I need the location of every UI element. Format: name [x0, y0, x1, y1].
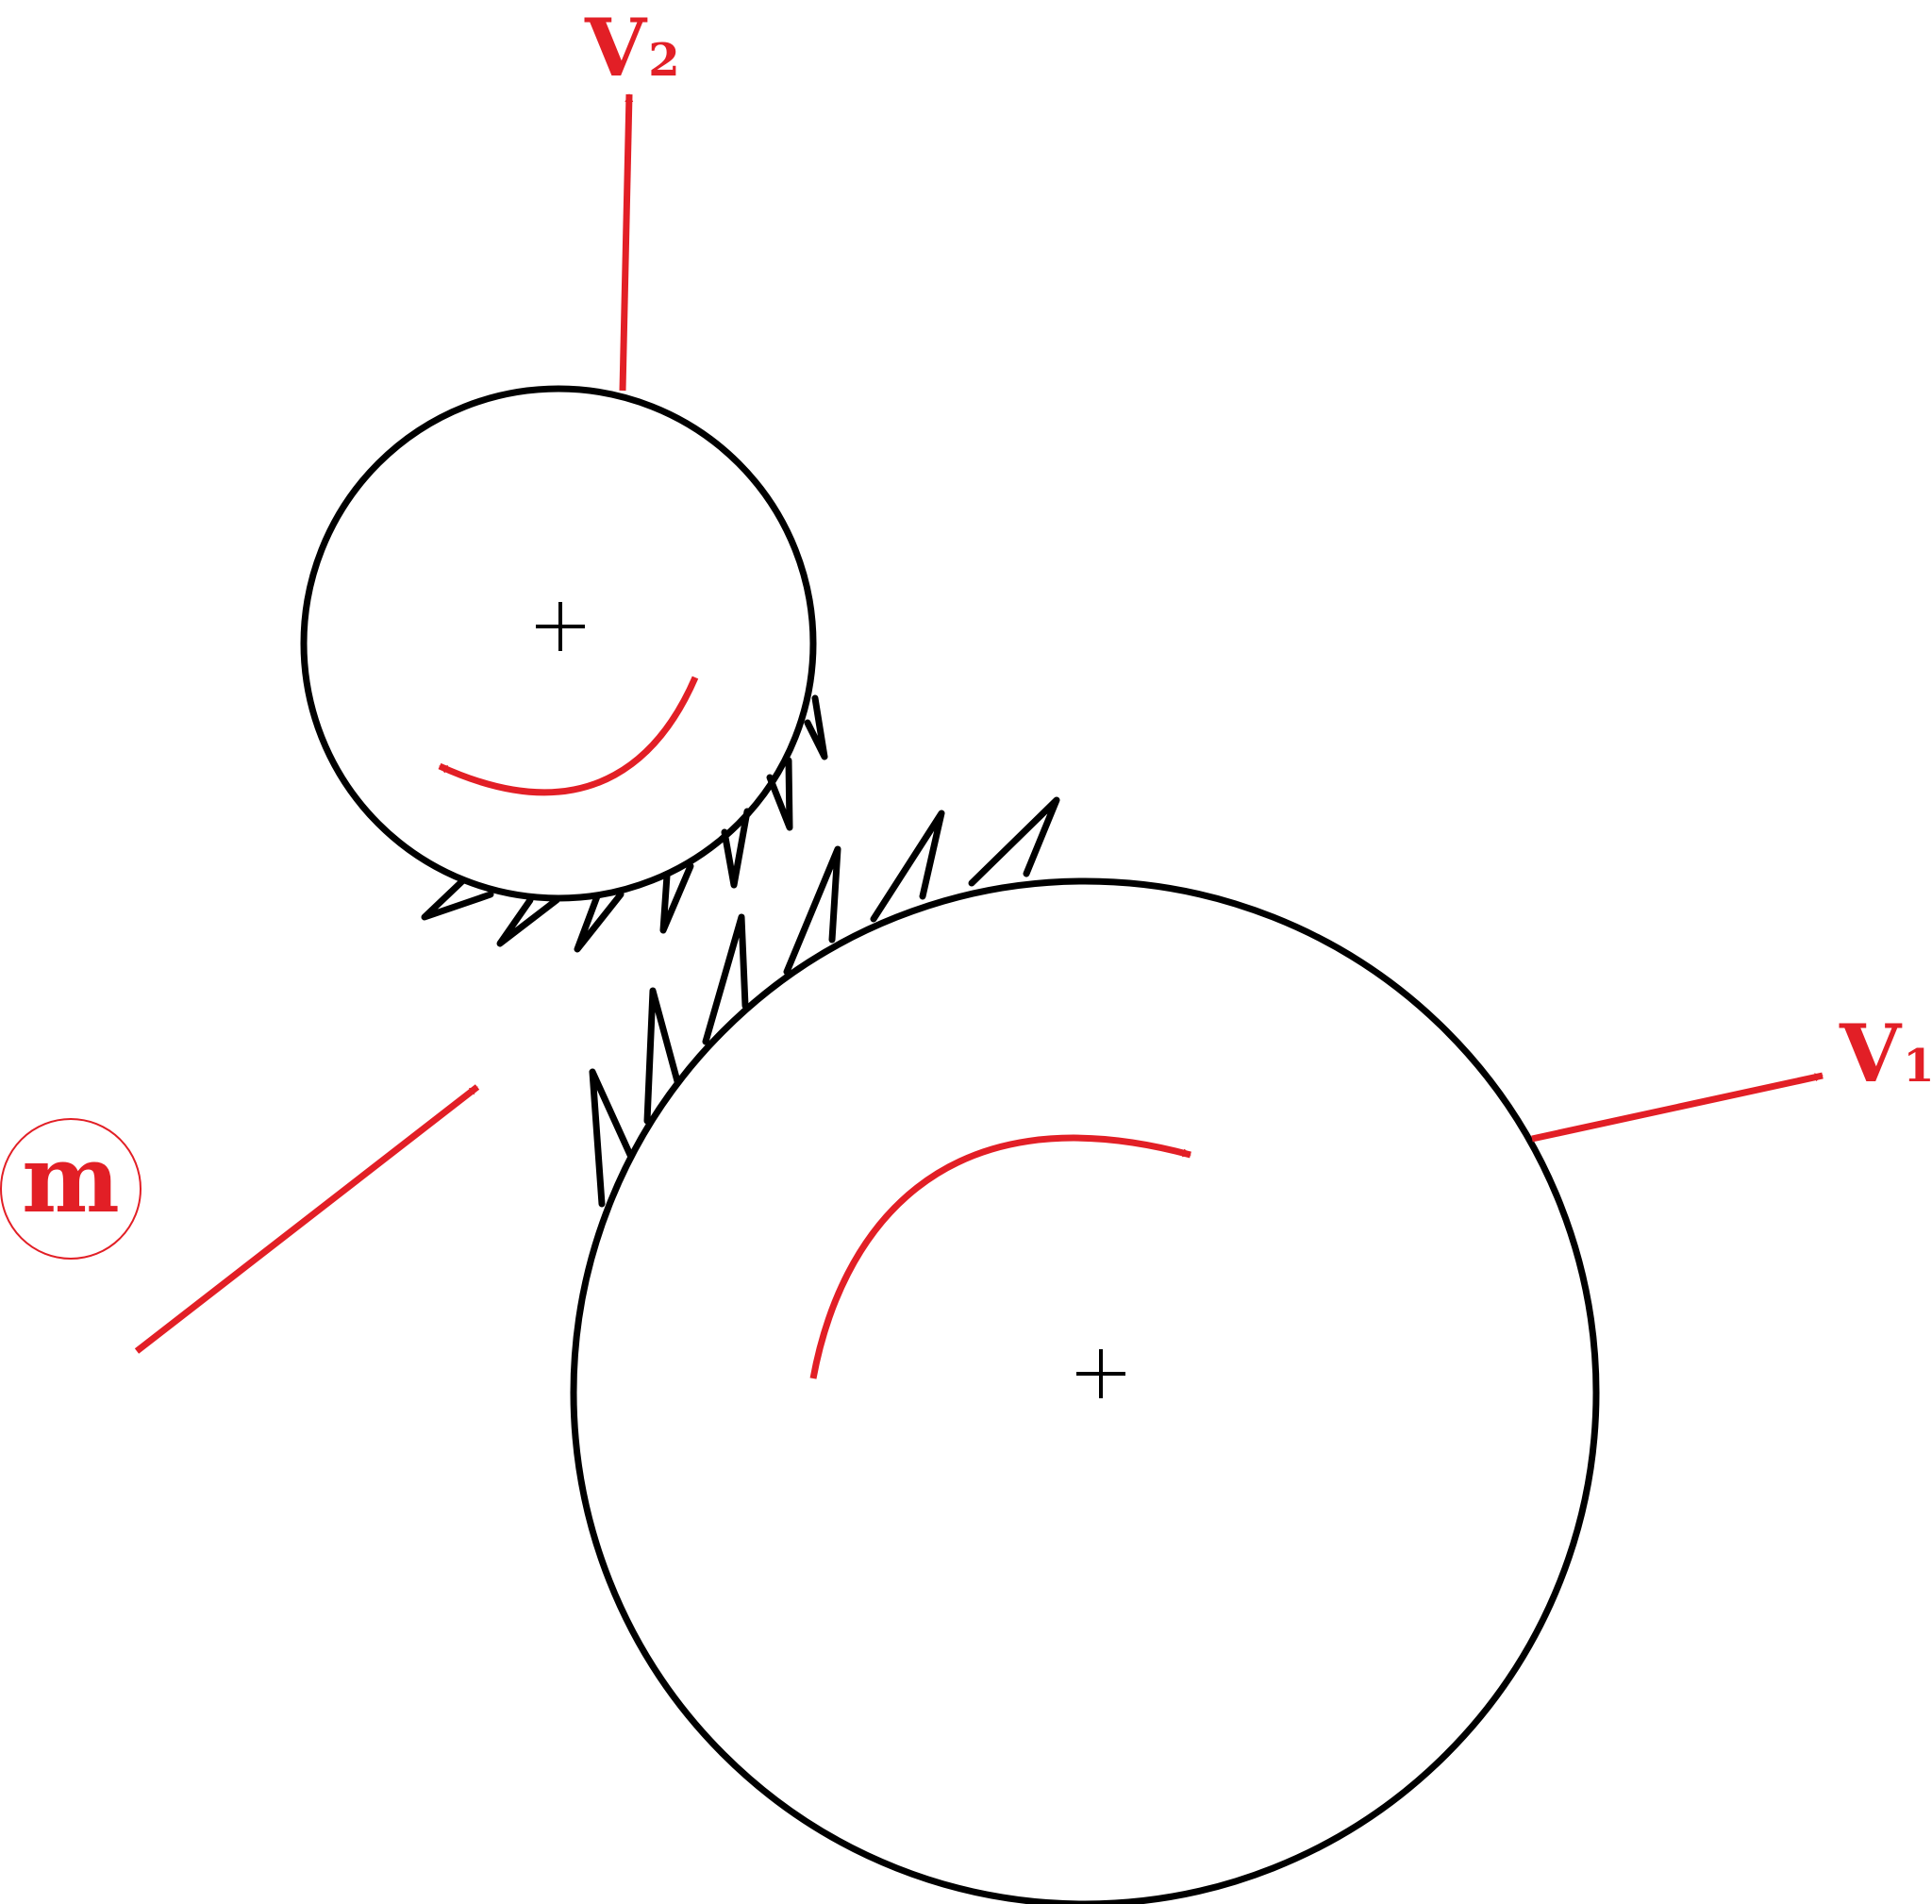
large-roller-circle: [570, 877, 1600, 1904]
small-roller-tooth: [659, 862, 694, 934]
v2-label: V2: [584, 1, 680, 94]
small-roller-tooth: [421, 877, 494, 921]
large-roller-tooth: [589, 1068, 634, 1208]
v2-velocity-arrow: [619, 93, 634, 392]
large-roller-tooth: [702, 913, 749, 1045]
material-label: m: [22, 1126, 120, 1234]
material-feed-arrow: [134, 1084, 480, 1354]
small-roller-tooth: [804, 694, 828, 760]
large-roller-rotation-arrow: [809, 1134, 1191, 1379]
large-roller-center-mark: [1076, 1349, 1125, 1398]
large-roller: [570, 877, 1600, 1904]
small-roller-tooth: [721, 808, 751, 889]
small-roller-teeth: [421, 694, 828, 953]
small-roller: [300, 385, 817, 902]
v1-velocity-arrow: [1531, 1072, 1824, 1143]
small-roller-tooth: [496, 896, 560, 947]
small-roller-center-mark: [536, 602, 585, 651]
large-roller-teeth: [589, 796, 1060, 1208]
material-badge: m: [0, 1118, 142, 1260]
material-badge-circle: [0, 1118, 142, 1260]
large-roller-tooth: [643, 987, 681, 1125]
small-roller-tooth: [574, 891, 625, 953]
v1-label: V1: [1839, 1007, 1932, 1100]
large-roller-tooth: [870, 810, 945, 923]
small-roller-tooth: [766, 757, 793, 831]
large-roller-tooth: [783, 845, 841, 976]
large-roller-tooth: [968, 796, 1060, 887]
small-roller-rotation-arrow: [438, 676, 699, 796]
